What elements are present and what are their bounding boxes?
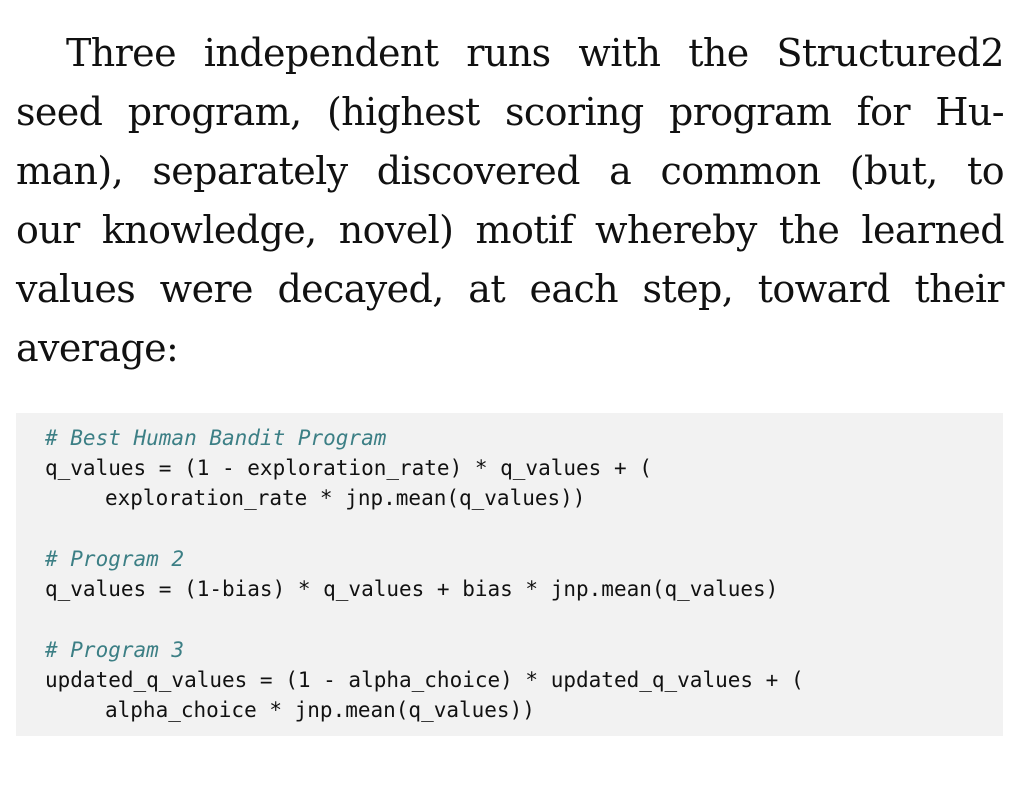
- code-comment: # Program 2: [45, 547, 185, 572]
- code-line: alpha_choice * jnp.mean(q_values)): [105, 698, 535, 723]
- paragraph-line: values were decayed, at each step, towar…: [16, 267, 1005, 311]
- code-blank-line: [45, 514, 1003, 545]
- paragraph-line: seed program, (highest scoring program f…: [16, 90, 1005, 134]
- code-line: q_values = (1-bias) * q_values + bias * …: [45, 577, 779, 602]
- code-comment: # Program 3: [45, 637, 185, 662]
- code-block: # Best Human Bandit Program q_values = (…: [16, 413, 1003, 736]
- code-line: updated_q_values = (1 - alpha_choice) * …: [45, 668, 804, 693]
- body-paragraph: Three independent runs with the Structur…: [16, 24, 1005, 378]
- paragraph-line: our knowledge, novel) motif whereby the …: [16, 208, 1005, 252]
- code-line: exploration_rate * jnp.mean(q_values)): [105, 486, 586, 511]
- paragraph-line: average:: [16, 326, 179, 370]
- code-blank-line: [45, 604, 1003, 635]
- code-comment: # Best Human Bandit Program: [45, 426, 387, 450]
- code-line: q_values = (1 - exploration_rate) * q_va…: [45, 456, 652, 481]
- paragraph-line: Three independent runs with the Structur…: [66, 31, 1005, 75]
- paragraph-line: man), separately discovered a common (bu…: [16, 149, 1005, 193]
